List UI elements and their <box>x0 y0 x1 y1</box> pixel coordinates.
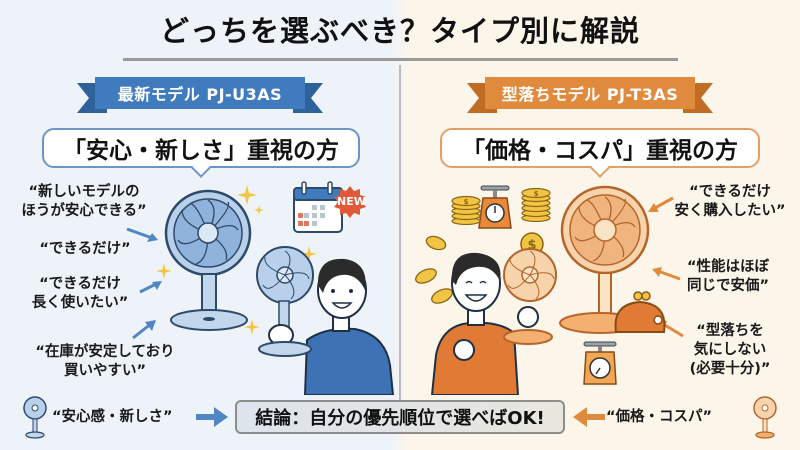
svg-text:$: $ <box>464 198 469 206</box>
conclusion-box: 結論：自分の優先順位で選べばOK! <box>235 400 565 434</box>
arrow-right-icon <box>196 407 228 427</box>
arrow-icon <box>126 227 158 242</box>
arrow-icon <box>652 267 681 281</box>
right-quote-2: “性能はほぼ 同じで安価” <box>686 259 770 294</box>
left-quote-4: “在庫が安定しており 買いやすい” <box>35 344 175 379</box>
small-orange-fan-icon <box>753 396 777 439</box>
small-blue-fan-icon <box>23 396 47 439</box>
center-divider <box>399 65 401 410</box>
arrow-icon <box>648 196 674 212</box>
ribbon-label: 最新モデル PJ-U3AS <box>95 77 305 109</box>
left-quote-3: “できるだけ 長く使いたい” <box>31 276 129 311</box>
older-model-ribbon: 型落ちモデル PJ-T3AS <box>467 75 713 113</box>
left-quote-1: “新しいモデルの ほうが安心できる” <box>21 184 147 219</box>
man-holding-fan-illustration <box>430 248 557 395</box>
coin-icon <box>415 268 437 284</box>
bottom-left-label: “安心感・新しさ” <box>52 409 173 425</box>
page-title: どっちを選ぶべき？タイプ別に解説 <box>159 14 640 48</box>
arrow-left-icon <box>573 407 605 427</box>
svg-text:$: $ <box>534 190 539 198</box>
sparkle-icon <box>301 246 317 262</box>
wallet-icon <box>614 291 666 333</box>
coin-stack-icon: $ <box>521 187 551 222</box>
right-quote-1: “できるだけ 安く購入したい” <box>674 184 786 219</box>
scale-icon <box>583 341 617 385</box>
sparkle-icon <box>244 319 260 335</box>
arrow-icon <box>139 281 162 294</box>
sparkle-icon <box>156 263 172 279</box>
title-underline <box>123 58 678 61</box>
left-speech-bubble: 「安心・新しさ」重視の方 <box>42 128 360 178</box>
desk-fan-icon <box>164 189 252 331</box>
conclusion-text: 結論：自分の優先順位で選べばOK! <box>255 408 545 429</box>
man-holding-fan-illustration <box>256 246 395 395</box>
right-speech-bubble: 「価格・コスパ」重視の方 <box>440 128 760 178</box>
coin-stack-icon: $ <box>451 195 481 225</box>
sparkle-icon <box>237 185 264 215</box>
latest-model-ribbon: 最新モデル PJ-U3AS <box>77 75 323 113</box>
calendar-icon <box>293 181 366 233</box>
bottom-right-label: “価格・コスパ” <box>606 409 713 425</box>
coin-icon <box>425 235 447 251</box>
desk-fan-icon <box>559 185 650 334</box>
right-quote-3: “型落ちを 気にしない (必要十分)” <box>689 323 771 377</box>
coin-icon <box>431 288 453 304</box>
ribbon-label: 型落ちモデル PJ-T3AS <box>485 77 695 109</box>
svg-text:$: $ <box>527 238 536 253</box>
new-badge: NEW <box>337 195 366 208</box>
arrow-icon <box>132 320 156 340</box>
scale-icon <box>478 185 512 229</box>
left-quote-2: “できるだけ” <box>39 241 131 257</box>
